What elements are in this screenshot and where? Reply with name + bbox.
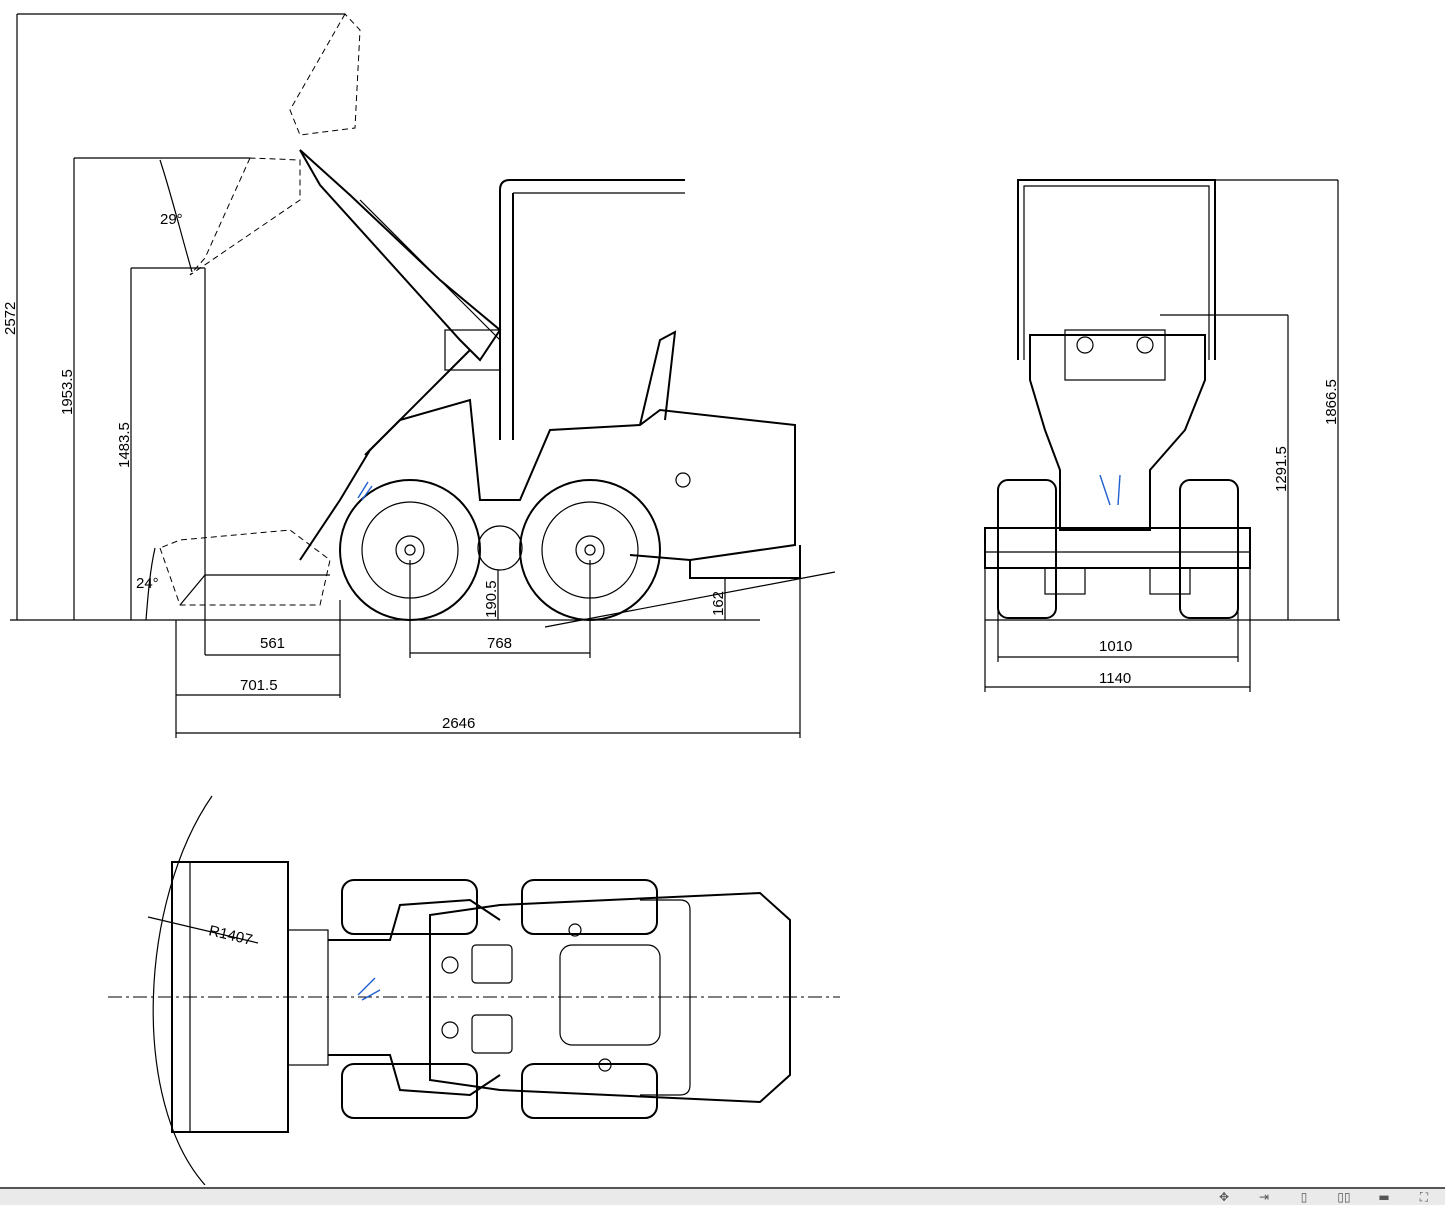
top-rops-outline [640,899,691,1096]
dim-wheelbase: 768 [487,635,512,652]
dim-turn-radius: R1407 [207,922,254,949]
departure-line [544,571,836,628]
dim-bucket: 701.5 [240,677,278,694]
dim-body-height: 1291.5 [1273,446,1290,492]
top-chassis [429,891,791,1104]
fit-icon[interactable]: ⇥ [1258,1190,1270,1204]
bucket-raised-top [289,13,361,136]
front-rops [1017,179,1216,360]
top-rear-left-wheel [521,879,658,935]
front-view: 1866.5 1291.5 1010 1140 [984,179,1340,692]
rops-frame [499,179,685,440]
angle-dump: 29° [160,211,183,228]
side-view: 2572 1953.5 1483.5 29° 24° 561 701.5 264… [2,13,836,738]
turn-radius-arc [152,795,213,1185]
page-icon[interactable]: ▯ [1300,1190,1308,1204]
dim-ground-clearance: 190.5 [483,580,500,618]
angle-rollback: 24° [136,575,159,592]
dim-total-height: 2572 [2,302,19,335]
dim-reach: 561 [260,635,285,652]
bucket-lowered [159,529,331,606]
pan-icon[interactable]: ✥ [1218,1190,1230,1204]
dim-overall-length: 2646 [442,715,475,732]
top-view: R1407 [108,795,840,1185]
angle-arc-24 [145,547,156,621]
dim-pin-height: 1953.5 [59,369,76,415]
front-right-wheel [1179,479,1239,619]
display-icon[interactable]: ▬ [1378,1190,1390,1204]
two-page-icon[interactable]: ▯▯ [1337,1190,1351,1204]
fullscreen-icon[interactable]: ⛶ [1419,1189,1429,1204]
chassis-body [364,398,796,562]
top-seat [559,944,661,1046]
front-body [1029,334,1206,531]
dim-rops-height: 1866.5 [1323,379,1340,425]
top-front-left-wheel [341,879,478,935]
dim-dump-height: 1483.5 [116,422,133,468]
bucket-raised-dump [189,157,301,276]
dim-overall-width: 1140 [1099,670,1131,687]
rear-counterweight [689,545,801,579]
front-bucket [984,527,1251,569]
top-front-right-wheel [341,1063,478,1119]
viewer-toolbar: ✥ ⇥ ▯ ▯▯ ▬ ⛶ [0,1187,1445,1205]
front-left-wheel [997,479,1057,619]
angle-arc-29 [159,159,193,273]
dim-track: 1010 [1099,638,1132,655]
seat [639,330,677,426]
boom-lower-arm [299,349,471,561]
radius-leader [147,916,259,944]
dim-rear-clearance: 162 [710,591,727,616]
loader-boom [299,149,502,362]
